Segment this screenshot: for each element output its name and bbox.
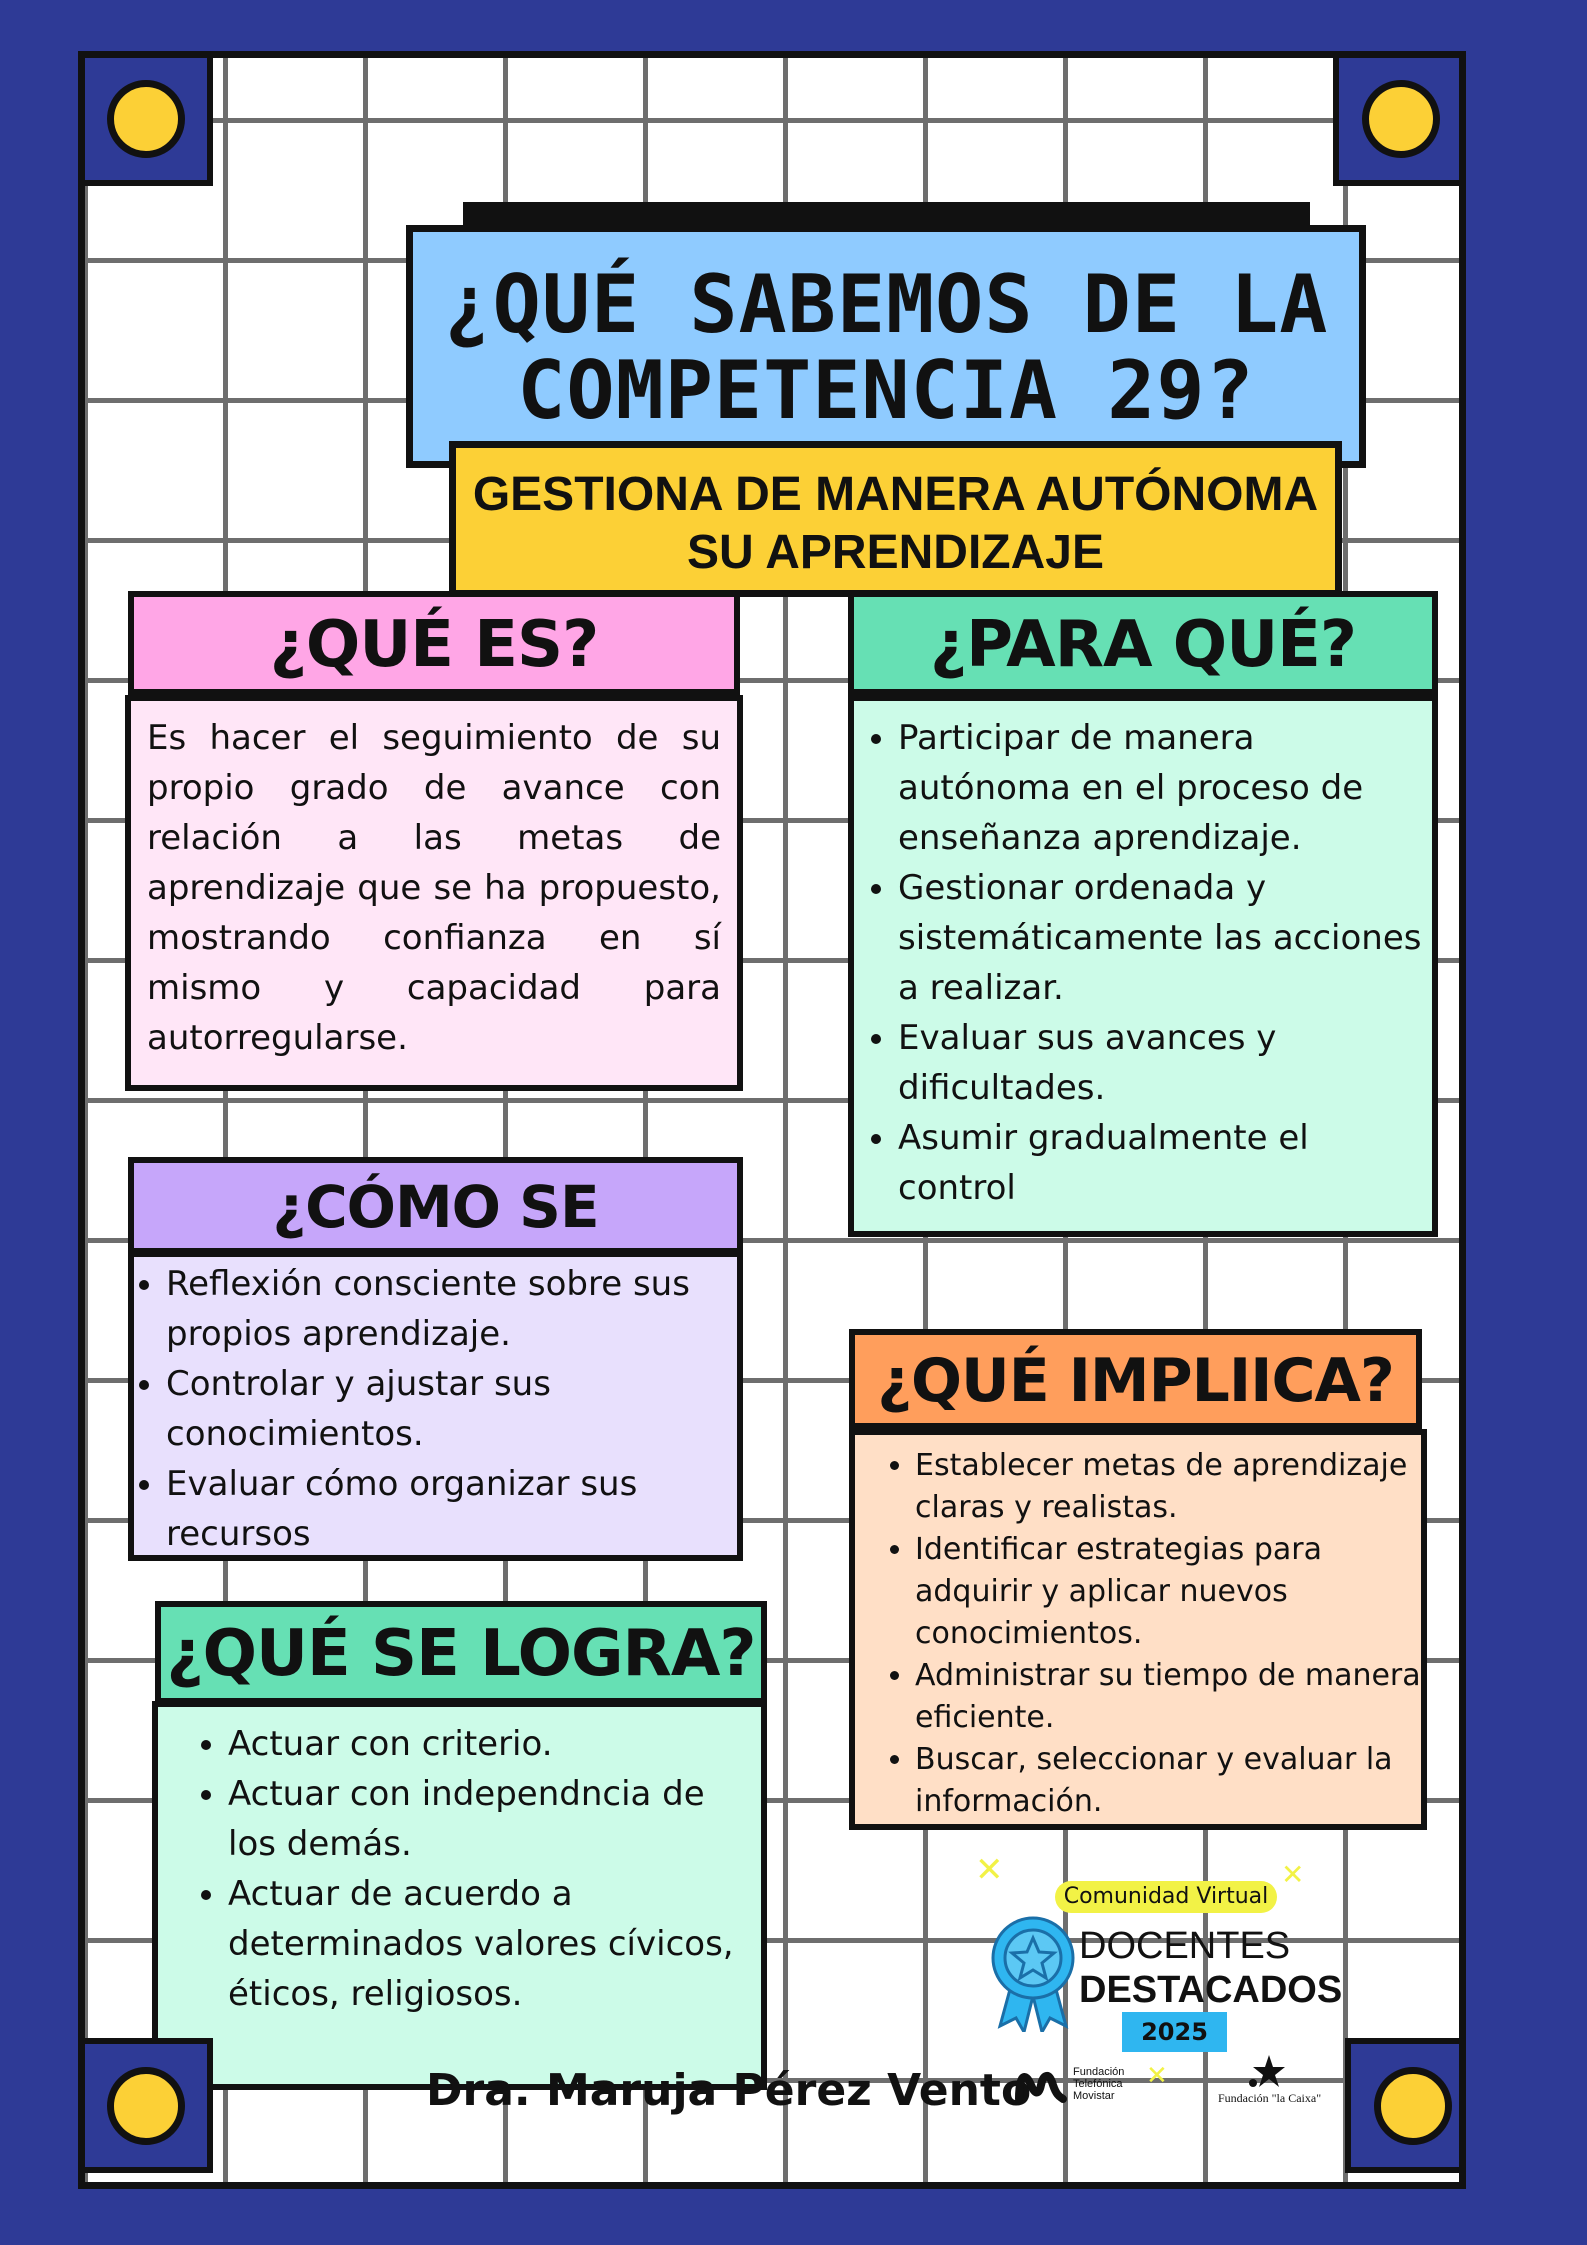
list-item: Identificar estrategias para adquirir y … [915,1529,1421,1655]
que-es-heading-text: ¿QUÉ ES? [269,608,599,682]
list-item: Actuar de acuerdo a determinados valores… [228,1869,761,2019]
list-item: Buscar, seleccionar y evaluar la informa… [915,1739,1421,1823]
que-se-logra-body: Actuar con criterio. Actuar con independ… [152,1701,767,2090]
sparkle-icon: ✕ [975,1850,1004,1890]
yellow-circle-icon [106,79,185,158]
list-item: Actuar con independncia de los demás. [228,1769,761,1869]
ribbon-medal-icon [991,1916,1075,2032]
subtitle-line-2: SU APRENDIZAJE [687,526,1104,579]
que-es-text: Es hacer el seguimiento de su propio gra… [147,718,721,1058]
author-name: Dra. Maruja Pérez Vento [426,2065,1032,2116]
poster-grid: ¿QUÉ SABEMOS DE LA COMPETENCIA 29? GESTI… [78,51,1466,2189]
que-se-logra-list: Actuar con criterio. Actuar con independ… [158,1719,761,2019]
para-que-heading: ¿PARA QUÉ? [848,591,1438,695]
como-se-aplica-list: Reflexión consciente sobre sus propios a… [134,1259,737,1559]
que-implica-heading: ¿QUÉ IMPLIICA? [849,1329,1422,1429]
list-item: Participar de manera autónoma en el proc… [898,713,1432,863]
page-title: ¿QUÉ SABEMOS DE LA COMPETENCIA 29? [406,225,1366,468]
list-item: Administrar su tiempo de manera eficient… [915,1655,1421,1739]
subtitle-line-1: GESTIONA DE MANERA AUTÓNOMA [472,468,1319,521]
para-que-body: Participar de manera autónoma en el proc… [848,695,1438,1237]
yellow-circle-icon [1361,79,1440,158]
la-caixa-star-icon [1249,2055,1285,2087]
movistar-logo-icon [1015,2072,1067,2103]
yellow-circle-icon [1373,2066,1452,2145]
que-implica-list: Establecer metas de aprendizaje claras y… [855,1445,1421,1823]
list-item: Actuar con criterio. [228,1719,761,1769]
list-item: Reflexión consciente sobre sus propios a… [166,1259,737,1359]
list-item: Controlar y ajustar sus conocimientos. [166,1359,737,1459]
list-item: Evaluar sus avances y dificultades. [898,1013,1432,1113]
badge-destacados: DESTACADOS [1079,1969,1343,2011]
corner-decoration-top-right [1333,58,1459,186]
list-item: Evaluar cómo organizar sus recursos [166,1459,737,1559]
page-subtitle: GESTIONA DE MANERA AUTÓNOMA SU APRENDIZA… [449,441,1342,597]
para-que-list: Participar de manera autónoma en el proc… [854,713,1432,1213]
title-line-2: COMPETENCIA 29? [517,344,1255,437]
fundacion-la-caixa-logo-text: Fundación "la Caixa" [1218,2091,1322,2105]
sparkle-icon: ✕ [1146,2061,1168,2091]
corner-decoration-bottom-left [85,2038,213,2173]
como-se-aplica-body: Reflexión consciente sobre sus propios a… [128,1251,743,1561]
list-item: Gestionar ordenada y sistemáticamente la… [898,863,1432,1013]
corner-decoration-bottom-right [1345,2038,1459,2173]
que-se-logra-heading: ¿QUÉ SE LOGRA? [155,1601,767,1704]
fundacion-telefonica-logo-text: Fundación Telefónica Movistar [1073,2066,1125,2102]
que-es-heading: ¿QUÉ ES? [128,591,740,695]
title-line-1: ¿QUÉ SABEMOS DE LA [443,258,1329,351]
para-que-heading-text: ¿PARA QUÉ? [930,608,1357,682]
badge-pill: Comunidad Virtual [1055,1881,1277,1913]
badge-docentes: DOCENTES [1079,1925,1291,1967]
corner-decoration-top-left [85,58,213,186]
que-se-logra-heading-text: ¿QUÉ SE LOGRA? [166,1617,757,1691]
que-implica-body: Establecer metas de aprendizaje claras y… [849,1429,1427,1830]
list-item: Asumir gradualmente el control [898,1113,1432,1213]
badge-year: 2025 [1122,2012,1227,2052]
yellow-circle-icon [106,2066,185,2145]
sparkle-icon: ✕ [1281,1858,1305,1891]
como-se-aplica-heading: ¿CÓMO SE APLICA? [128,1157,743,1329]
que-es-body: Es hacer el seguimiento de su propio gra… [125,695,743,1091]
que-implica-heading-text: ¿QUÉ IMPLIICA? [877,1346,1395,1416]
list-item: Establecer metas de aprendizaje claras y… [915,1445,1421,1529]
